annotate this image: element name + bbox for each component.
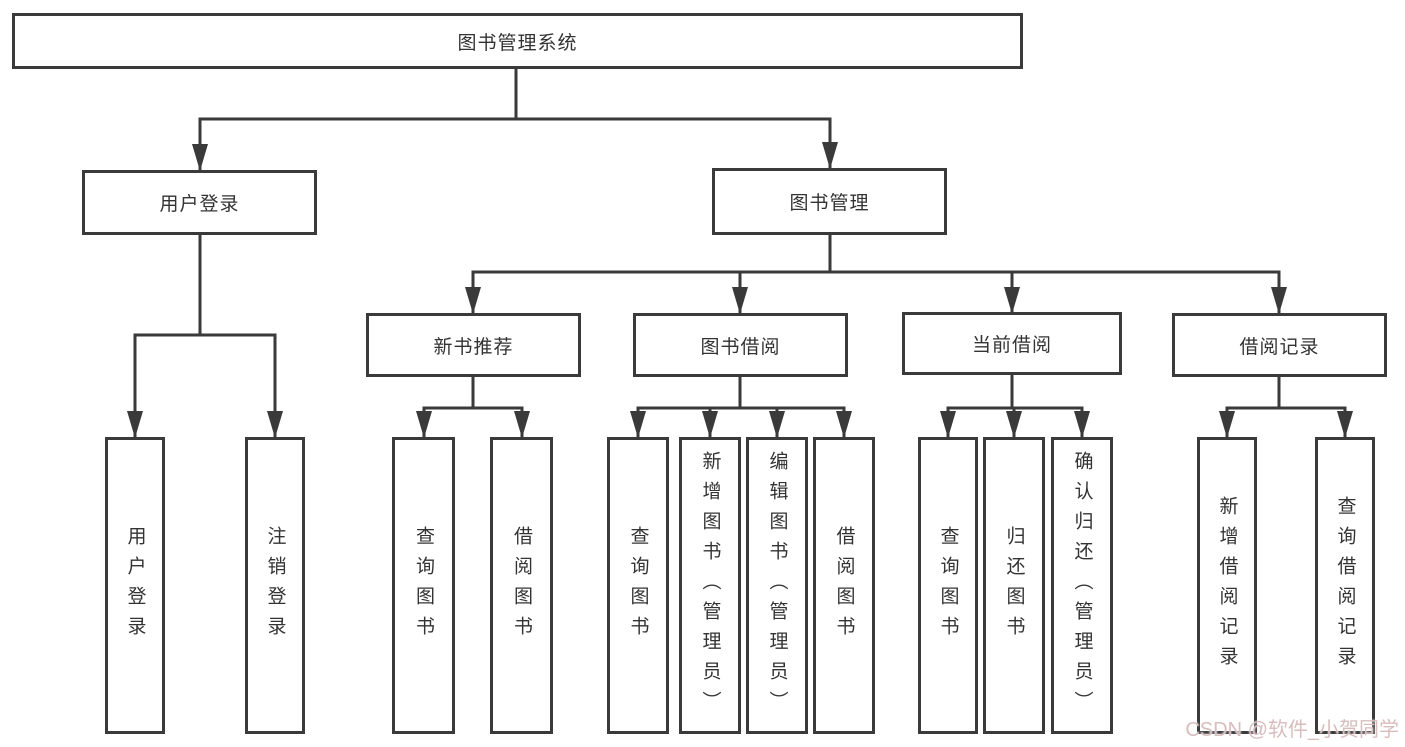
node-label: 当前借阅 <box>971 335 1052 356</box>
node-label: 查询图书 <box>413 525 434 646</box>
node-label: 归还图书 <box>1003 525 1025 646</box>
node-label: 新增借阅记录 <box>1216 495 1238 676</box>
node-book-borrowing: 图书借阅 <box>633 313 848 377</box>
node-new-book-recommendation: 新书推荐 <box>366 313 581 377</box>
node-label: 查询借阅记录 <box>1334 495 1356 676</box>
watermark: CSDN @软件_小贺同学 <box>1185 719 1399 741</box>
node-label: 查询图书 <box>627 525 649 646</box>
node-label: 确认归还（管理员） <box>1071 450 1093 721</box>
node-label: 新书推荐 <box>433 336 514 358</box>
node-leaf-borrow-books: 借阅图书 <box>813 437 875 734</box>
node-label: 新增图书（管理员） <box>699 450 721 721</box>
node-leaf-edit-book-admin: 编辑图书（管理员） <box>746 437 808 734</box>
node-leaf-query-books-current: 查询图书 <box>918 437 978 734</box>
node-label: 借阅记录 <box>1239 336 1320 358</box>
node-leaf-borrow-books-recommend: 借阅图书 <box>490 437 553 734</box>
node-leaf-user-login: 用户登录 <box>105 437 165 734</box>
node-label: 查询图书 <box>937 525 959 646</box>
node-user-login: 用户登录 <box>82 170 317 235</box>
node-label: 注销登录 <box>264 525 286 646</box>
node-borrowing-records: 借阅记录 <box>1172 313 1387 377</box>
node-book-management: 图书管理 <box>712 168 947 235</box>
node-leaf-add-book-admin: 新增图书（管理员） <box>679 437 741 734</box>
node-leaf-confirm-return-admin: 确认归还（管理员） <box>1051 437 1113 734</box>
node-label: 用户登录 <box>124 525 146 646</box>
node-library-management-system: 图书管理系统 <box>12 13 1023 69</box>
node-label: 编辑图书（管理员） <box>766 450 788 721</box>
node-leaf-add-borrow-record: 新增借阅记录 <box>1197 437 1257 734</box>
node-label: 图书管理系统 <box>457 32 578 54</box>
node-label: 用户登录 <box>159 194 240 215</box>
node-label: 图书管理 <box>789 193 870 214</box>
node-current-borrowing: 当前借阅 <box>902 312 1122 375</box>
node-leaf-query-borrow-record: 查询借阅记录 <box>1315 437 1375 734</box>
node-leaf-query-books-recommend: 查询图书 <box>392 437 455 734</box>
node-leaf-return-books: 归还图书 <box>983 437 1045 734</box>
node-label: 借阅图书 <box>833 525 855 646</box>
node-label: 借阅图书 <box>511 525 532 646</box>
node-label: 图书借阅 <box>700 336 781 358</box>
node-leaf-logout: 注销登录 <box>245 437 305 734</box>
node-leaf-query-books-borrow: 查询图书 <box>607 437 669 734</box>
